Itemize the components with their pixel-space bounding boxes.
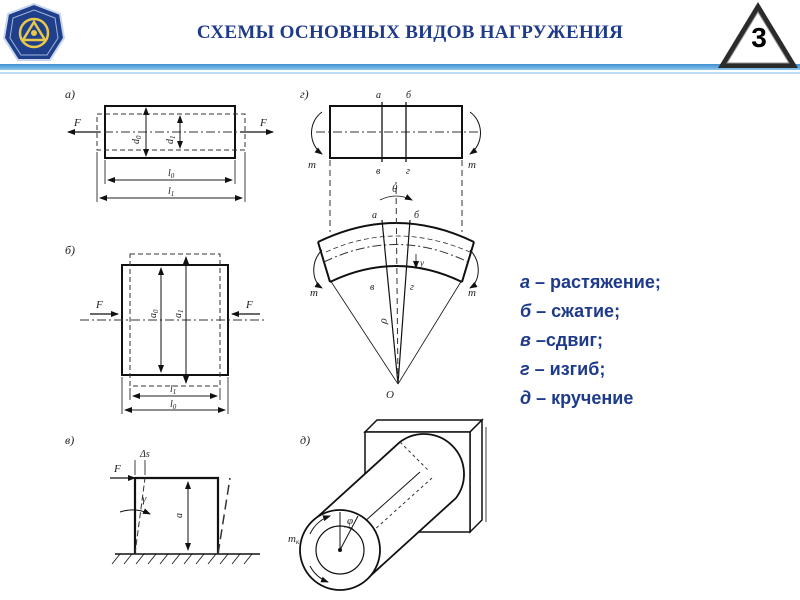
panel-d-moment-label: mк — [288, 533, 300, 546]
svg-text:г: г — [410, 282, 414, 293]
panel-a-d0-label: d0 — [131, 135, 143, 144]
panel-a-force-label: F — [73, 117, 81, 129]
legend-item-shear: в –сдвиг; — [520, 330, 603, 350]
legend-item-torsion: д – кручение — [520, 388, 634, 408]
panel-b-a1-label: a1 — [173, 310, 185, 319]
panel-g-bent-bottom — [329, 265, 463, 283]
header-band-thin — [0, 72, 800, 74]
panel-v-shear: в) F Δs γ a — [65, 433, 260, 565]
panel-v-letter: в) — [65, 433, 74, 447]
panel-d-phi-label: φ — [347, 515, 353, 527]
svg-text:m: m — [468, 287, 476, 299]
svg-text:а: а — [372, 210, 377, 221]
panel-a-deformed-body — [96, 113, 246, 151]
svg-text:г: г — [406, 166, 410, 177]
svg-text:б: б — [406, 90, 412, 101]
svg-text:в: в — [370, 282, 375, 293]
slide-number-badge — [718, 2, 798, 68]
legend-item-tension: а – растяжение; — [520, 272, 661, 292]
panel-d-torsion: д) φ mк — [288, 418, 487, 591]
svg-text:m: m — [468, 159, 476, 171]
panel-g-letter: г) — [300, 87, 309, 101]
panel-v-force-label: F — [113, 463, 121, 475]
panel-b-a0-label: a0 — [148, 309, 160, 318]
legend-item-compression: б – сжатие; — [520, 301, 621, 321]
panel-g-theta-label: θ — [392, 183, 398, 195]
svg-text:m: m — [310, 287, 318, 299]
panel-b-l1-label: l1 — [170, 384, 176, 396]
legend-item-bending: г – изгиб; — [520, 359, 606, 379]
panel-g-origin-label: O — [386, 389, 394, 401]
panel-a-tension: а) F F d0 d1 l0 l1 — [65, 87, 274, 202]
panel-b-l0-label: l0 — [170, 399, 177, 411]
svg-text:в: в — [376, 166, 381, 177]
svg-text:б: б — [414, 210, 420, 221]
panel-d-letter: д) — [300, 433, 310, 447]
panel-v-height-label: a — [174, 513, 185, 518]
slide-header: СХЕМЫ ОСНОВНЫХ ВИДОВ НАГРУЖЕНИЯ 3 — [0, 0, 800, 74]
panel-b-letter: б) — [65, 243, 75, 257]
panel-b-force-label: F — [95, 299, 103, 311]
panel-g-bending: г) а б в г m m θ а б в г y ρ O — [300, 87, 481, 401]
panel-a-d1-label: d1 — [165, 136, 177, 145]
panel-v-body — [133, 476, 220, 554]
panel-a-l0-label: l0 — [168, 168, 175, 180]
university-logo-icon — [2, 2, 66, 61]
panel-a-letter: а) — [65, 87, 75, 101]
svg-text:а: а — [376, 90, 381, 101]
loading-schemes-diagram: а) F F d0 d1 l0 l1 б) F F — [60, 82, 490, 597]
slide-number: 3 — [751, 22, 767, 53]
header-band — [0, 64, 800, 70]
panel-v-angle-label: γ — [142, 493, 147, 505]
panel-g-y-label: y — [419, 258, 424, 268]
panel-v-shift-label: Δs — [139, 449, 150, 460]
page-title: СХЕМЫ ОСНОВНЫХ ВИДОВ НАГРУЖЕНИЯ — [196, 22, 624, 43]
panel-b-compression: б) F F a0 a1 l1 l0 — [65, 243, 265, 414]
svg-text:m: m — [308, 159, 316, 171]
loading-types-legend: а – растяжение; б – сжатие; в –сдвиг; г … — [520, 268, 790, 413]
panel-g-rho-label: ρ — [377, 317, 390, 325]
panel-a-force-right-label: F — [259, 117, 267, 129]
panel-b-force-right-label: F — [245, 299, 253, 311]
panel-a-l1-label: l1 — [168, 186, 174, 198]
